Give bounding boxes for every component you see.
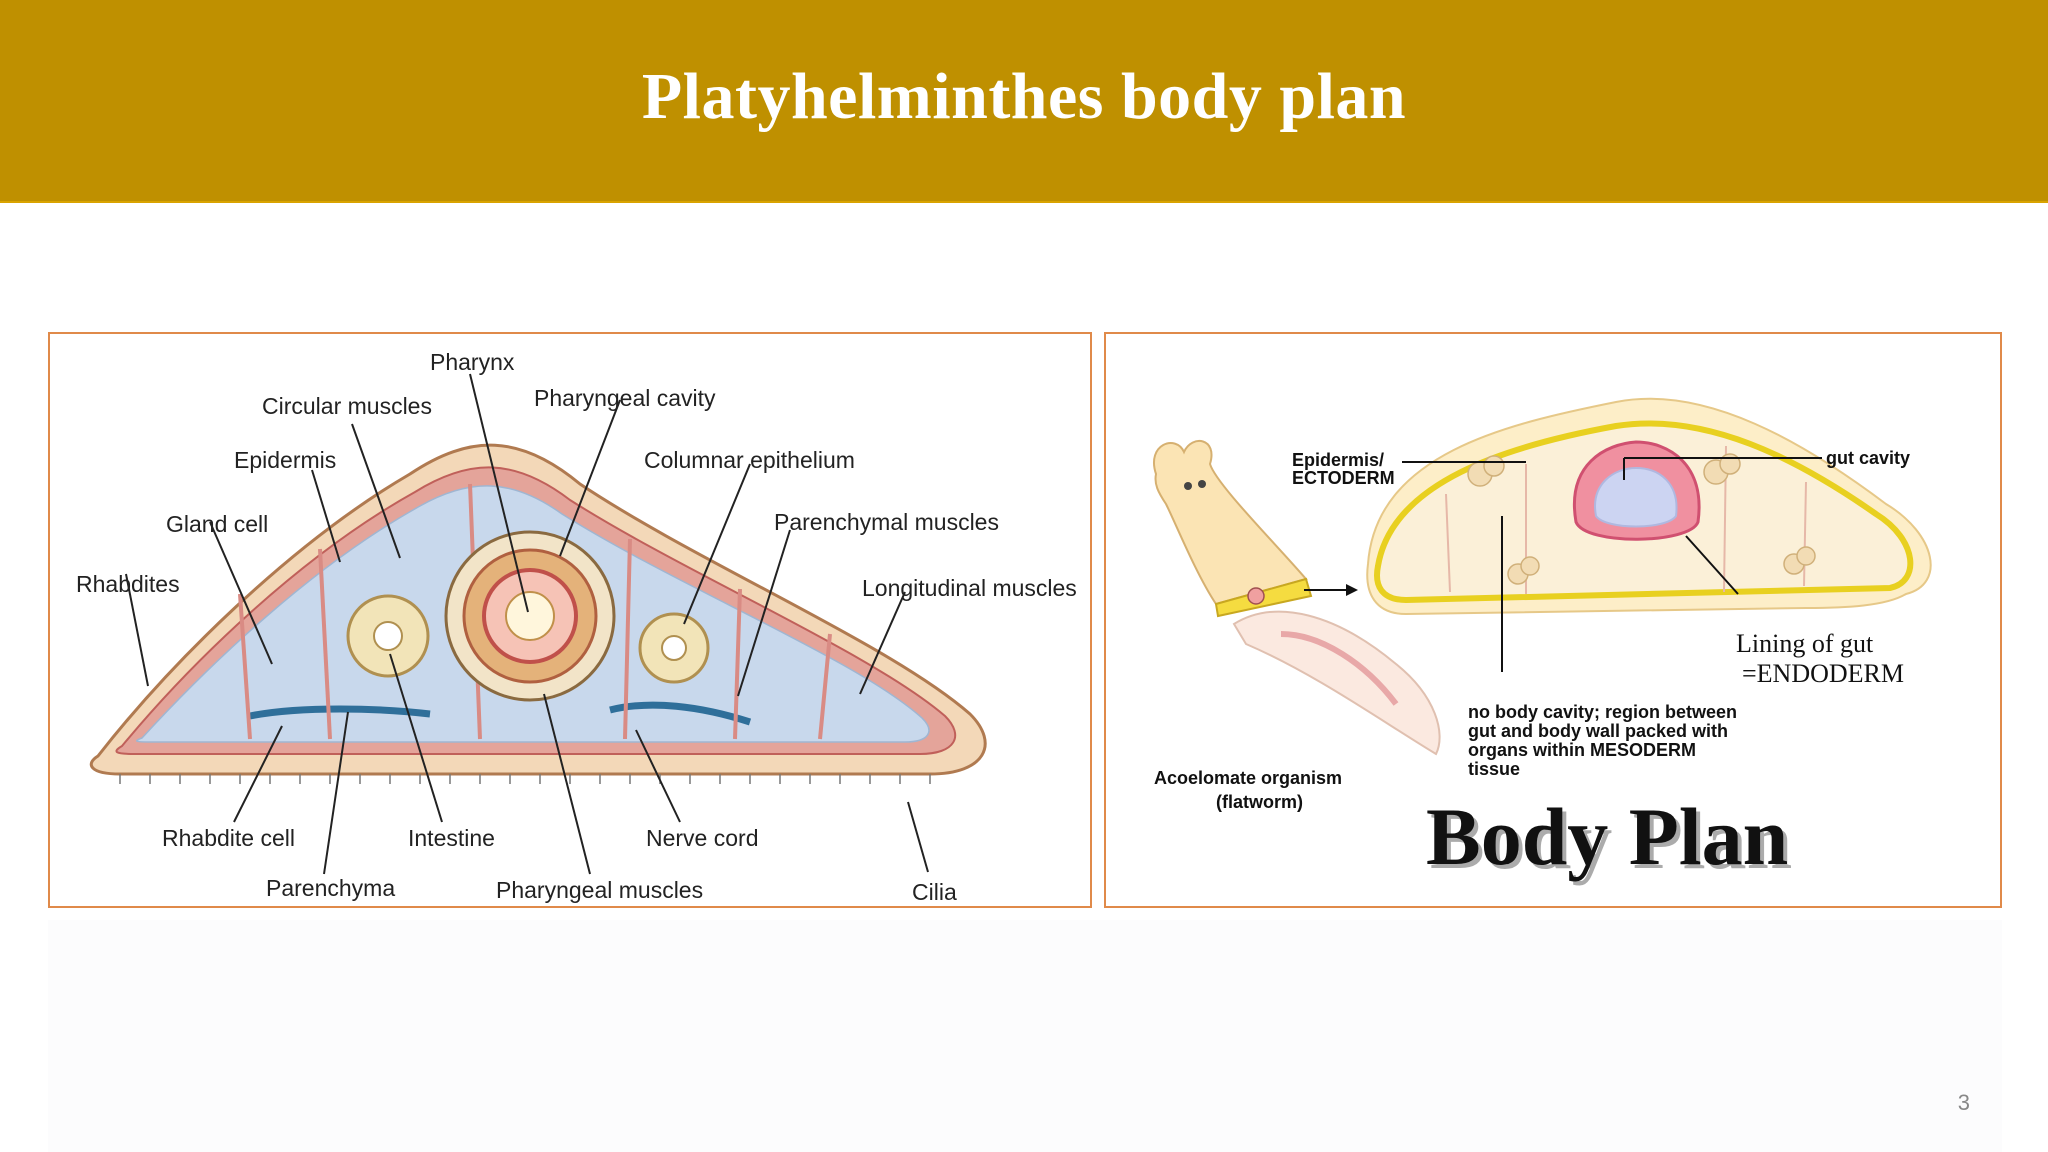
cross-section-diagram-panel: Pharynx Pharyngeal cavity Circular muscl… (48, 332, 1092, 908)
longitudinal-muscles-label: Longitudinal muscles (862, 575, 1077, 601)
columnar-epithelium-label: Columnar epithelium (644, 447, 855, 473)
endoderm-label: =ENDODERM (1742, 659, 1904, 688)
organism-label-line1: Acoelomate organism (1154, 768, 1342, 788)
parenchymal-muscles-label: Parenchymal muscles (774, 509, 999, 535)
leader-lines (125, 373, 929, 875)
gut-cavity-label: gut cavity (1826, 448, 1910, 468)
nerve-cord (249, 705, 431, 720)
organism-label-line2: (flatworm) (1216, 792, 1303, 812)
circular-muscles-label: Circular muscles (262, 393, 432, 419)
mesoderm-label-line2: gut and body wall packed with (1468, 721, 1728, 741)
mesoderm-label-line3: organs within MESODERM (1468, 740, 1696, 760)
pharyngeal-muscles-label: Pharyngeal muscles (496, 877, 703, 903)
body-plan-heading: Body Plan (1426, 791, 1788, 882)
nerve-cord-label: Nerve cord (646, 825, 758, 851)
body-cross-section (1366, 397, 1932, 616)
rhabdites-label: Rhabdites (76, 571, 180, 597)
body-plan-diagram: Epidermis/ ECTODERM gut cavity Lining of… (1153, 397, 1932, 886)
rhabdite-cell-label: Rhabdite cell (162, 825, 295, 851)
slide-footer-area (48, 920, 2002, 1152)
parenchymal-muscles (238, 483, 832, 740)
cross-section-diagram: Pharynx Pharyngeal cavity Circular muscl… (76, 349, 1077, 905)
mesoderm-label-line4: tissue (1468, 759, 1520, 779)
cilia (119, 774, 931, 784)
body-plan-shadow: Body Plan (1430, 795, 1792, 886)
epidermis-label: Epidermis (234, 447, 336, 473)
title-bar: Platyhelminthes body plan (0, 0, 2048, 203)
intestine-label: Intestine (408, 825, 495, 851)
parenchyma-label: Parenchyma (266, 875, 395, 901)
pharynx (444, 530, 616, 702)
ectoderm-label: ECTODERM (1292, 468, 1395, 488)
cilia-label: Cilia (912, 879, 957, 905)
lining-of-gut-label: Lining of gut (1736, 629, 1874, 658)
intestine (346, 594, 710, 684)
arrow-icon (1304, 584, 1358, 596)
mesoderm-label-line1: no body cavity; region between (1468, 702, 1737, 722)
pharyngeal-cavity-label: Pharyngeal cavity (534, 385, 716, 411)
epidermis-label: Epidermis/ (1292, 450, 1384, 470)
flatworm-illustration (1153, 440, 1441, 756)
pharynx-label: Pharynx (430, 349, 515, 375)
body-plan-leader-lines (1402, 457, 1822, 672)
body-plan-diagram-panel: Epidermis/ ECTODERM gut cavity Lining of… (1104, 332, 2002, 908)
slide-title: Platyhelminthes body plan (641, 59, 1407, 133)
page-number: 3 (1957, 1090, 1970, 1115)
gland-cell-label: Gland cell (166, 511, 268, 537)
